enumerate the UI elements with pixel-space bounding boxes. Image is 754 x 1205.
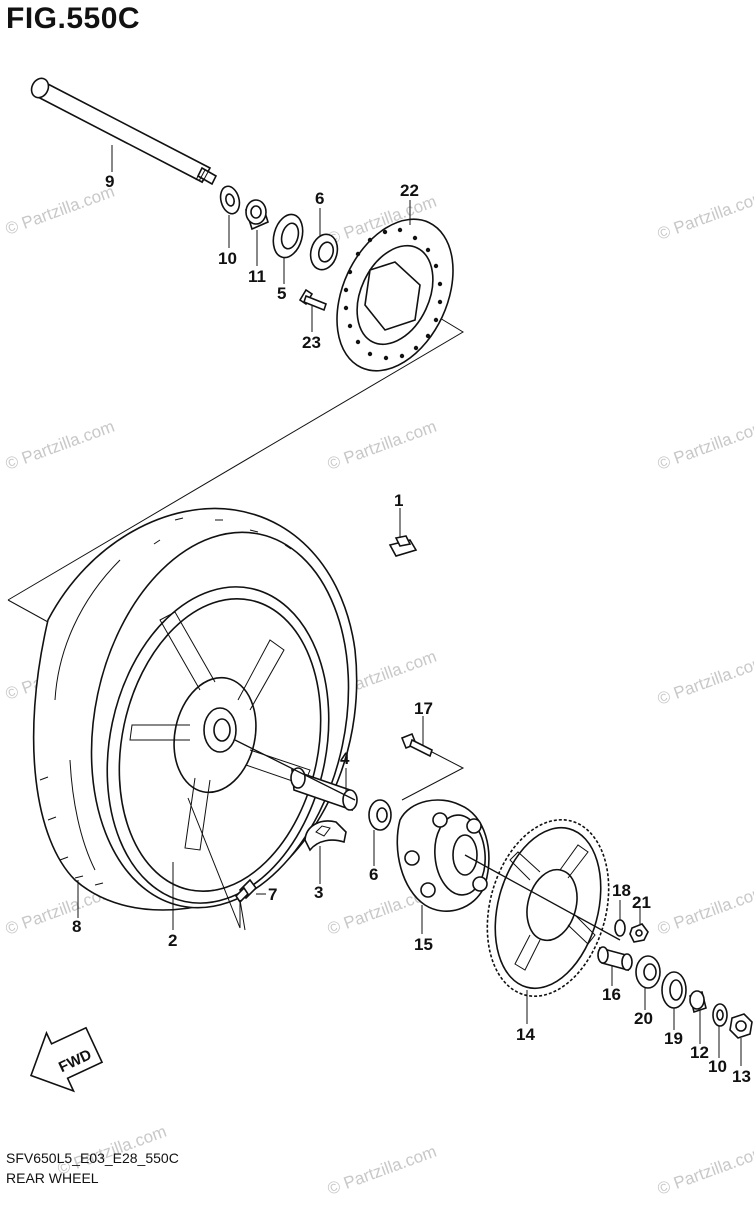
bearing-part	[635, 955, 661, 989]
bearing-part	[309, 233, 339, 271]
callout-labels: 9 10 11 5 6 22 23 1 17 4 6 3 7 8 2 15 14…	[72, 172, 751, 1086]
callout-label: 6	[369, 865, 378, 884]
callout-label: 10	[708, 1057, 727, 1076]
spacer-part	[245, 199, 269, 231]
oil-seal-part	[661, 971, 687, 1009]
sprocket-bolt-part	[400, 732, 433, 758]
damper-part	[304, 820, 347, 852]
washer-part	[219, 185, 241, 215]
watermark: © Partzilla.com	[325, 1142, 439, 1199]
axle-part	[30, 77, 218, 186]
sprocket-nut-part	[629, 923, 649, 943]
callout-label: 4	[340, 749, 350, 768]
callout-label: 2	[168, 931, 177, 950]
callout-label: 7	[268, 885, 277, 904]
callout-label: 12	[690, 1043, 709, 1062]
figure-title: FIG.550C	[6, 2, 141, 35]
valve-part	[234, 878, 258, 904]
callout-label: 13	[732, 1067, 751, 1086]
callout-label: 15	[414, 935, 433, 954]
callout-label: 10	[218, 249, 237, 268]
balancer-part	[388, 535, 418, 557]
watermark: © Partzilla.com	[3, 182, 117, 239]
watermark: © Partzilla.com	[655, 882, 754, 939]
figure-code: SFV650L5_E03_E28_550C	[6, 1150, 179, 1166]
callout-label: 17	[414, 699, 433, 718]
sprocket-axis-line	[464, 854, 621, 941]
callout-label: 14	[516, 1025, 535, 1044]
oil-seal-part	[272, 213, 304, 259]
axle-nut-part	[729, 1013, 753, 1039]
watermark: © Partzilla.com	[655, 417, 754, 474]
callout-label: 6	[315, 189, 324, 208]
axle-centerline	[234, 739, 356, 801]
watermark: © Partzilla.com	[655, 652, 754, 709]
callout-label: 19	[664, 1029, 683, 1048]
watermark: © Partzilla.com	[325, 417, 439, 474]
callout-label: 16	[602, 985, 621, 1004]
callout-label: 1	[394, 491, 403, 510]
spacer-part	[689, 990, 707, 1014]
callout-label: 3	[314, 883, 323, 902]
callout-label: 20	[634, 1009, 653, 1028]
rear-sprocket-part	[486, 818, 610, 998]
callout-label: 9	[105, 172, 114, 191]
bush-part	[597, 946, 633, 972]
callout-label: 18	[612, 881, 631, 900]
washer-part	[712, 1003, 728, 1027]
callout-label: 21	[632, 893, 651, 912]
brake-disc-part	[336, 218, 454, 372]
bolt-to-hub-leader	[401, 751, 465, 801]
callout-label: 5	[277, 284, 286, 303]
callout-label: 23	[302, 333, 321, 352]
disc-bolt-part	[298, 288, 327, 312]
wheel-leader-tick	[7, 599, 49, 623]
callout-label: 22	[400, 181, 419, 200]
figure-name: REAR WHEEL	[6, 1170, 99, 1186]
watermark: © Partzilla.com	[655, 187, 754, 244]
bearing-part	[368, 799, 392, 831]
fwd-arrow-icon: FWD	[29, 1026, 104, 1093]
wheel-rim-part	[106, 586, 330, 904]
callout-label: 8	[72, 917, 81, 936]
watermark: © Partzilla.com	[655, 1142, 754, 1199]
valve-to-rim-leader	[187, 797, 246, 931]
watermark: © Partzilla.com	[3, 417, 117, 474]
callout-label: 11	[248, 267, 266, 286]
sprocket-drum-part	[396, 799, 490, 912]
washer-part	[614, 919, 626, 937]
